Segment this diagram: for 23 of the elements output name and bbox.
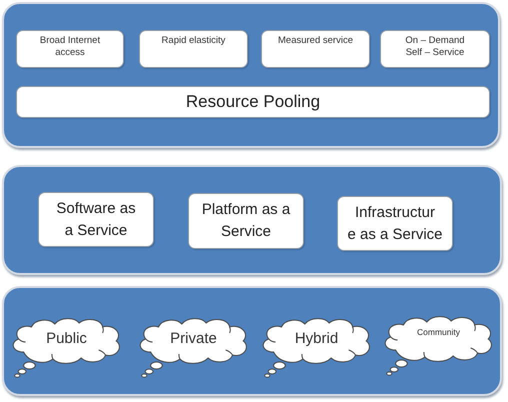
feature-card — [380, 30, 490, 68]
cloud-label: Public — [46, 330, 87, 346]
service-card — [38, 192, 154, 247]
layer-panel — [2, 165, 502, 275]
service-label: Infrastructur e as a Service — [347, 202, 443, 244]
feature-label: On – Demand Self – Service — [405, 35, 465, 60]
bar-label: Resource Pooling — [186, 92, 320, 112]
service-card — [337, 196, 453, 251]
feature-label: Broad Internet access — [40, 35, 100, 60]
feature-card — [16, 30, 124, 68]
layer-panel — [2, 286, 502, 396]
cloud-label: Hybrid — [294, 330, 338, 346]
service-label: Platform as a Service — [202, 200, 290, 242]
cloud-label: Community — [417, 327, 460, 337]
service-card — [188, 193, 304, 249]
layer-panel — [2, 2, 500, 148]
feature-label: Measured service — [278, 35, 353, 48]
service-label: Software as a Service — [56, 198, 136, 240]
pooling-bar — [16, 86, 490, 118]
feature-card — [261, 30, 370, 68]
feature-card — [139, 30, 248, 68]
feature-label: Rapid elasticity — [162, 35, 226, 48]
cloud-label: Private — [170, 330, 217, 346]
